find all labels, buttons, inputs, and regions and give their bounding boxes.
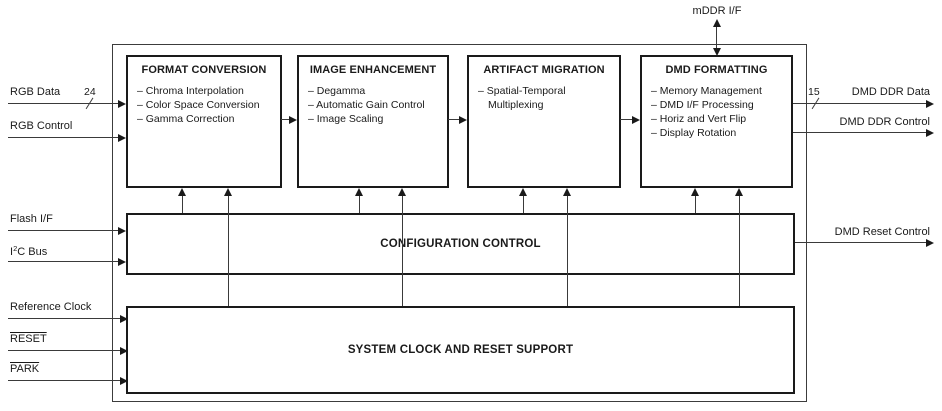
arrowhead-up-icon [735,188,743,196]
i2c-base-text: I [10,246,14,258]
feature-item: – Chroma Interpolation [137,85,244,97]
format-conversion-block: FORMAT CONVERSION – Chroma Interpolation… [126,55,282,188]
artifact-migration-block: ARTIFACT MIGRATION – Spatial-Temporal Mu… [467,55,621,188]
feature-item: – Gamma Correction [137,113,235,125]
block-feature-list: – Chroma Interpolation – Color Space Con… [128,84,280,126]
rgb-data-bus-width: 24 [84,86,96,98]
dmd-ddr-control-label: DMD DDR Control [839,116,930,128]
block-feature-list: – Degamma – Automatic Gain Control – Ima… [299,84,447,126]
feature-item: – Spatial-Temporal Multiplexing [478,85,566,111]
system-clock-reset-block: SYSTEM CLOCK AND RESET SUPPORT [126,306,795,394]
mddr-if-line [716,25,718,51]
clock-line-to-artifact-migration [567,194,569,306]
config-line-to-format-conversion [182,194,184,213]
clock-line-to-format-conversion [228,194,230,306]
arrowhead-right-icon [118,100,126,108]
i2c-bus-label: I2C Bus [10,244,47,258]
dmd-ddr-data-bus-width: 15 [808,86,820,98]
reference-clock-line [8,318,121,320]
rgb-data-line [8,103,119,105]
feature-item: – Image Scaling [308,113,384,125]
arrowhead-up-icon [398,188,406,196]
arrowhead-down-icon [712,48,721,56]
arrowhead-up-icon [691,188,699,196]
i2c-sup-text: 2 [13,244,18,253]
block-title: DMD FORMATTING [665,64,768,76]
feature-item: – Horiz and Vert Flip [651,113,747,125]
arrowhead-right-icon [926,129,934,137]
feature-item: – DMD I/F Processing [651,99,754,111]
pipeline-line-3-4 [620,119,633,121]
arrowhead-right-icon [289,116,297,124]
dmd-formatting-block: DMD FORMATTING – Memory Management – DMD… [640,55,793,188]
reset-line [8,350,121,352]
clock-line-to-dmd-formatting [739,194,741,306]
reference-clock-label: Reference Clock [10,301,92,313]
arrowhead-up-icon [355,188,363,196]
dmd-reset-control-line [795,242,927,244]
config-line-to-image-enhancement [359,194,361,213]
block-title: SYSTEM CLOCK AND RESET SUPPORT [347,344,574,356]
block-title: ARTIFACT MIGRATION [483,64,605,76]
flash-if-label: Flash I/F [10,213,53,225]
i2c-rest-text: C Bus [17,246,48,258]
park-label: PARK [10,363,40,375]
arrowhead-right-icon [120,347,128,355]
arrowhead-right-icon [459,116,467,124]
block-feature-list: – Memory Management – DMD I/F Processing… [642,84,791,140]
block-feature-list: – Spatial-Temporal Multiplexing [469,84,597,112]
arrowhead-right-icon [120,315,128,323]
block-title: CONFIGURATION CONTROL [380,238,541,250]
block-title: IMAGE ENHANCEMENT [309,64,437,76]
dmd-ddr-data-line [793,103,927,105]
arrowhead-right-icon [118,134,126,142]
arrowhead-right-icon [118,258,126,266]
i2c-bus-line [8,261,119,263]
feature-item: – Color Space Conversion [137,99,260,111]
arrowhead-up-icon [178,188,186,196]
dmd-ddr-data-label: DMD DDR Data [851,86,930,98]
image-enhancement-block: IMAGE ENHANCEMENT – Degamma – Automatic … [297,55,449,188]
rgb-control-line [8,137,119,139]
dmd-reset-control-label: DMD Reset Control [834,226,930,238]
arrowhead-up-icon [712,19,721,27]
arrowhead-up-icon [519,188,527,196]
arrowhead-right-icon [118,227,126,235]
rgb-control-label: RGB Control [10,120,73,132]
config-line-to-dmd-formatting [695,194,697,213]
arrowhead-right-icon [926,100,934,108]
mddr-if-label: mDDR I/F [692,5,742,17]
feature-item: – Memory Management [651,85,762,97]
feature-item: – Degamma [308,85,366,97]
pipeline-line-1-2 [281,119,291,121]
reset-label: RESET [10,333,47,345]
clock-line-to-image-enhancement [402,194,404,306]
arrowhead-right-icon [926,239,934,247]
park-line [8,380,121,382]
config-line-to-artifact-migration [523,194,525,213]
arrowhead-up-icon [563,188,571,196]
arrowhead-right-icon [120,377,128,385]
pipeline-line-2-3 [448,119,460,121]
rgb-data-label: RGB Data [10,86,61,98]
block-title: FORMAT CONVERSION [141,64,267,76]
feature-item: – Display Rotation [651,127,737,139]
arrowhead-up-icon [224,188,232,196]
arrowhead-right-icon [632,116,640,124]
flash-if-line [8,230,119,232]
configuration-control-block: CONFIGURATION CONTROL [126,213,795,275]
dmd-ddr-control-line [793,132,927,134]
feature-item: – Automatic Gain Control [308,99,425,111]
